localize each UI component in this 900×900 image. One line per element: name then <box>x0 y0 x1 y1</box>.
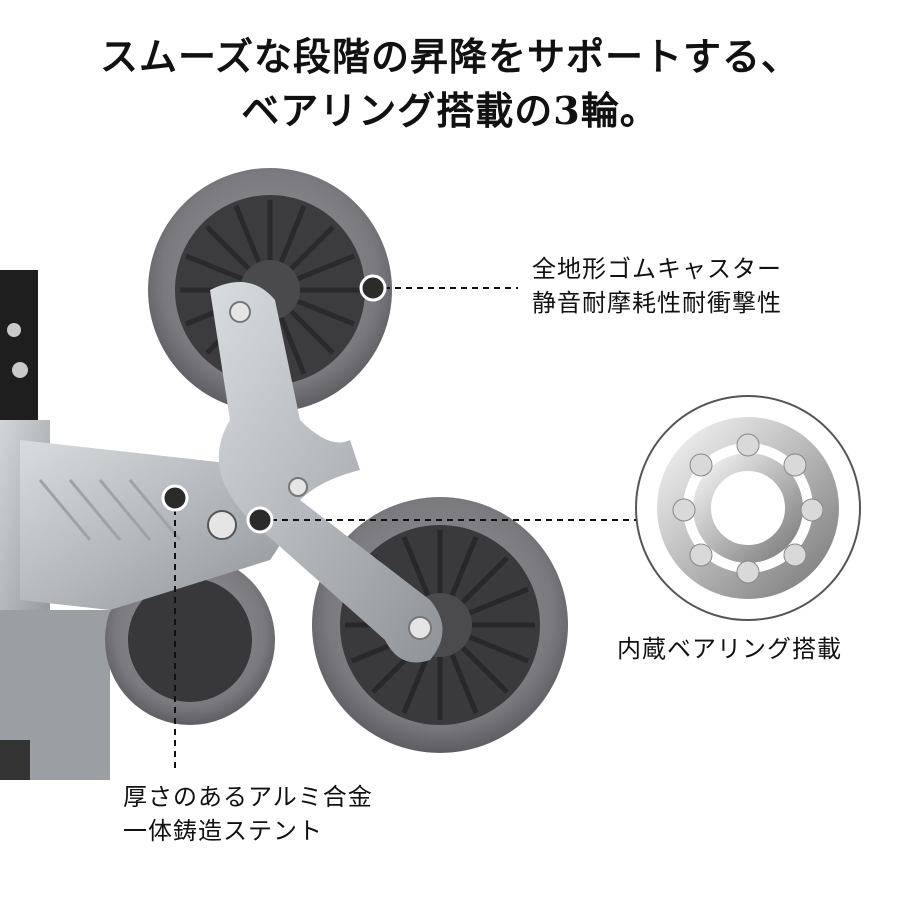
headline-line-2: ベアリング搭載の3輪。 <box>241 88 659 133</box>
bolt-icon <box>288 477 308 497</box>
callout-rubber-line-1: 全地形ゴムキャスター <box>532 255 782 283</box>
marker-dot-icon <box>246 506 274 534</box>
bolt-icon <box>229 301 251 323</box>
callout-markers <box>161 274 387 534</box>
callout-bearing: 内蔵ベアリング搭載 <box>617 632 842 666</box>
aluminium-frame <box>20 282 443 663</box>
callout-rubber-line-2: 静音耐摩耗性耐衝撃性 <box>532 289 782 317</box>
bolt-icon <box>207 510 237 540</box>
callout-alloy-stand: 厚さのあるアルミ合金 一体鋳造ステント <box>123 780 373 848</box>
marker-dot-icon <box>161 484 189 512</box>
bolt-icon <box>7 323 21 337</box>
bearing-inset <box>635 395 861 621</box>
bolt-icon <box>12 362 28 378</box>
bolt-icon <box>408 616 432 640</box>
marker-dot-icon <box>359 274 387 302</box>
headline-line-1: スムーズな段階の昇降をサポートする、 <box>99 34 801 79</box>
headline: スムーズな段階の昇降をサポートする、 ベアリング搭載の3輪。 <box>0 30 900 138</box>
callout-alloy-line-2: 一体鋳造ステント <box>123 817 323 845</box>
callout-leaders <box>174 287 636 770</box>
callout-bearing-line-1: 内蔵ベアリング搭載 <box>617 635 842 663</box>
callout-alloy-line-1: 厚さのあるアルミ合金 <box>123 783 373 811</box>
callout-rubber-caster: 全地形ゴムキャスター 静音耐摩耗性耐衝撃性 <box>532 252 782 320</box>
